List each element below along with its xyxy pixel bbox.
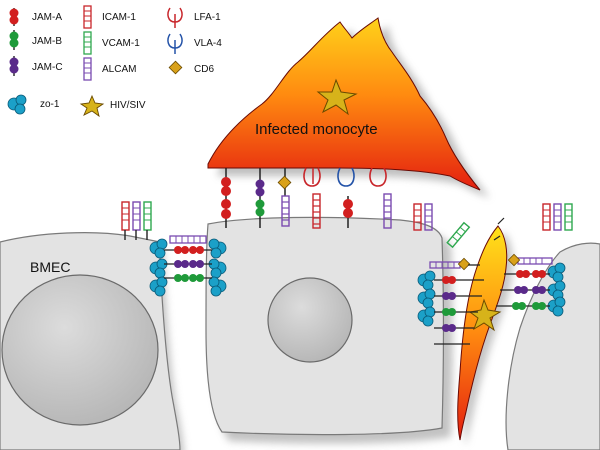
legend-item-jam-a: JAM-A (9, 8, 62, 26)
cluster-icon (7, 94, 27, 115)
ladder-icon (83, 31, 92, 55)
legend-label-icam-1: ICAM-1 (102, 12, 136, 23)
legend-item-icam-1: ICAM-1 (83, 5, 136, 29)
apical-receptors (121, 201, 573, 249)
legend-item-jam-c: JAM-C (9, 56, 63, 76)
monocyte-label: Infected monocyte (255, 121, 378, 138)
legend-item-jam-b: JAM-B (9, 30, 62, 50)
legend-label-lfa-1: LFA-1 (194, 12, 221, 23)
loop-icon (167, 7, 183, 28)
legend-label-vla-4: VLA-4 (194, 38, 222, 49)
legend-label-hiv-siv: HIV/SIV (110, 100, 146, 111)
legend-label-jam-a: JAM-A (32, 12, 62, 23)
ladder-icon (83, 5, 92, 29)
nucleus-center (267, 277, 353, 363)
bmec-cell-left (0, 232, 181, 450)
bmec-cell-right (505, 242, 600, 450)
legend-item-hiv-siv: HIV/SIV (79, 94, 146, 118)
ladder-icon (83, 57, 92, 81)
legend-label-alcam: ALCAM (102, 64, 136, 75)
legend-item-vcam-1: VCAM-1 (83, 31, 140, 55)
transmigrating-monocyte (457, 225, 508, 441)
legend-label-zo-1: zo-1 (40, 99, 60, 110)
legend-label-jam-c: JAM-C (32, 62, 63, 73)
legend-label-vcam-1: VCAM-1 (102, 38, 140, 49)
bmec-label: BMEC (30, 259, 70, 275)
legend-item-lfa-1: LFA-1 (167, 7, 221, 28)
legend-label-jam-b: JAM-B (32, 36, 62, 47)
legend-item-cd6: CD6 (168, 60, 214, 75)
transmigrating-virus-icon (468, 298, 502, 332)
legend-label-cd6: CD6 (194, 64, 214, 75)
junction-center-monocyte (417, 217, 505, 345)
star-icon (79, 94, 105, 118)
monocyte-receptors (221, 167, 392, 229)
double-bead-icon (9, 30, 19, 50)
junction-left-center (149, 235, 227, 297)
nucleus-left (1, 274, 159, 426)
double-bead-icon (9, 56, 19, 76)
double-bead-icon (9, 8, 19, 26)
legend-item-vla-4: VLA-4 (167, 33, 222, 54)
legend-item-alcam: ALCAM (83, 57, 136, 81)
monocyte-virus-icon (316, 78, 358, 116)
legend: JAM-A JAM-B JAM-C zo-1 (7, 5, 222, 118)
loop-icon (167, 33, 183, 54)
legend-item-zo-1: zo-1 (7, 94, 60, 115)
junction-monocyte-right (496, 253, 566, 317)
bmec-cell-center (205, 216, 445, 436)
diamond-icon (168, 60, 183, 75)
